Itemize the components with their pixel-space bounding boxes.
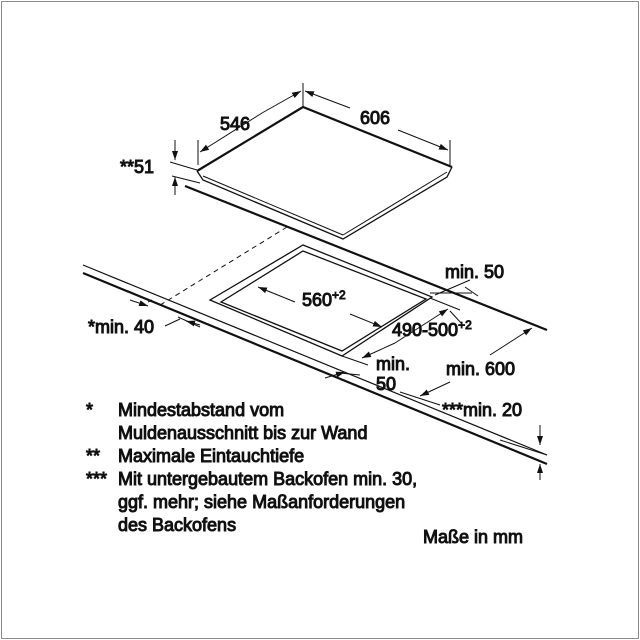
units-label: Maße in mm bbox=[423, 527, 523, 547]
svg-text:Maximale Eintauchtiefe: Maximale Eintauchtiefe bbox=[118, 446, 304, 466]
cutout-depth-label: 490-500+2 bbox=[392, 318, 472, 340]
svg-text:***: *** bbox=[86, 469, 107, 489]
svg-text:Mit untergebautem Backofen min: Mit untergebautem Backofen min. 30, bbox=[118, 469, 417, 489]
min-bottom-label: ***min. 20 bbox=[442, 400, 522, 420]
depth-label: 546 bbox=[220, 114, 250, 134]
min-counter-label: min. 600 bbox=[446, 359, 515, 379]
hob bbox=[196, 105, 453, 240]
svg-text:des Backofens: des Backofens bbox=[118, 515, 236, 535]
cutout-width-label: 560+2 bbox=[302, 288, 346, 310]
svg-text:Mindestabstand vom: Mindestabstand vom bbox=[118, 400, 284, 420]
height-label: **51 bbox=[120, 157, 154, 177]
wall-offset-dashed-line bbox=[156, 226, 288, 308]
dimension-lines bbox=[129, 83, 548, 480]
min-back-label: min. 50 bbox=[445, 262, 504, 282]
notes: * Mindestabstand vom Muldenausschnitt bi… bbox=[86, 400, 418, 536]
width-label: 606 bbox=[360, 108, 390, 128]
min-side-label: *min. 40 bbox=[88, 317, 154, 337]
svg-text:ggf. mehr; siehe Maßanforderun: ggf. mehr; siehe Maßanforderungen bbox=[118, 492, 405, 512]
svg-text:Muldenausschnitt bis zur Wand: Muldenausschnitt bis zur Wand bbox=[118, 423, 367, 443]
min-front-label-2: 50 bbox=[376, 374, 396, 394]
min-front-label-1: min. bbox=[376, 354, 410, 374]
svg-text:*: * bbox=[86, 400, 93, 420]
svg-text:**: ** bbox=[86, 446, 100, 466]
